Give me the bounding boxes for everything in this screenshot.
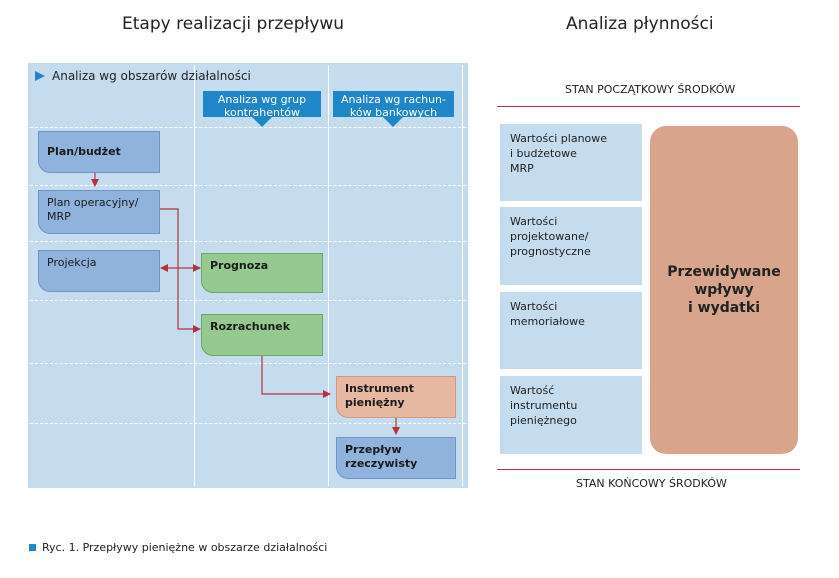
box-instrument: Wartość instrumentu pieniężnego xyxy=(500,376,642,454)
node-plan-operacyjny: Plan operacyjny/ MRP xyxy=(38,190,160,234)
box-memorialowe: Wartości memoriałowe xyxy=(500,292,642,369)
banner-1-shape xyxy=(203,91,321,127)
row-divider xyxy=(30,185,466,186)
big-box-wplywy-wydatki: Przewidywane wpływy i wydatki xyxy=(650,126,798,454)
node-instrument-pieniezny: Instrument pieniężny xyxy=(336,376,456,418)
triangle-right-icon xyxy=(35,71,45,81)
column-divider xyxy=(194,65,195,486)
banner-groups-label: Analiza wg grup kontrahentów xyxy=(217,93,307,119)
right-title: Analiza płynności xyxy=(566,14,714,34)
start-state-line xyxy=(497,106,800,107)
figure-caption: Ryc. 1. Przepływy pieniężne w obszarze d… xyxy=(42,541,328,554)
start-state-label: STAN POCZĄTKOWY ŚRODKÓW xyxy=(565,83,736,96)
end-state-line xyxy=(497,469,800,470)
node-rozrachunek: Rozrachunek xyxy=(201,314,323,356)
section-label: Analiza wg obszarów działalności xyxy=(52,69,251,83)
node-projekcja: Projekcja xyxy=(38,250,160,292)
row-divider xyxy=(30,300,466,301)
row-divider xyxy=(30,241,466,242)
node-plan-budzet: Plan/budżet xyxy=(38,131,160,173)
row-divider xyxy=(30,363,466,364)
column-divider xyxy=(462,65,463,486)
column-divider xyxy=(328,65,329,486)
end-state-label: STAN KOŃCOWY ŚRODKÓW xyxy=(576,477,727,490)
left-title: Etapy realizacji przepływu xyxy=(122,14,345,34)
banner-accounts-label: Analiza wg rachun- ków bankowych xyxy=(340,93,447,119)
box-planowe: Wartości planowe i budżetowe MRP xyxy=(500,124,642,201)
arrow-planop-to-rozrachunek xyxy=(160,208,201,333)
square-bullet-icon xyxy=(29,544,36,551)
row-divider xyxy=(30,423,466,424)
big-box-label: Przewidywane wpływy i wydatki xyxy=(667,264,781,316)
arrow-rozrachunek-to-instrument xyxy=(261,356,331,398)
node-przeplyw-rzeczywisty: Przepływ rzeczywisty xyxy=(336,437,456,479)
banner-2-shape xyxy=(333,91,454,127)
node-prognoza: Prognoza xyxy=(201,253,323,293)
box-prognostyczne: Wartości projektowane/ prognostyczne xyxy=(500,207,642,285)
row-divider xyxy=(30,127,466,128)
